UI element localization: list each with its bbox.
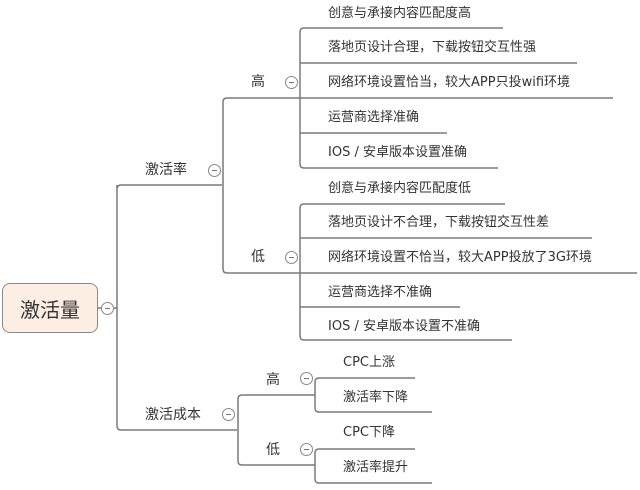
- rate-low-bracket: [299, 203, 305, 341]
- collapse-icon[interactable]: [300, 372, 313, 385]
- leaf-item[interactable]: 落地页设计不合理，下载按钮交互性差: [328, 215, 550, 230]
- root-label: 激活量: [20, 297, 80, 322]
- leaf-item[interactable]: IOS / 安卓版本设置不准确: [328, 319, 480, 334]
- leaf-item[interactable]: 网络环境设置恰当，较大APP只投wifi环境: [328, 75, 571, 90]
- collapse-icon[interactable]: [300, 443, 313, 456]
- branch-activation-rate[interactable]: 激活率: [145, 162, 187, 178]
- leaf-item[interactable]: CPC上涨: [343, 355, 395, 370]
- leaf-item[interactable]: 网络环境设置不恰当，较大APP投放了3G环境: [328, 250, 592, 265]
- rate-bracket: [222, 97, 300, 274]
- collapse-icon[interactable]: [285, 251, 298, 264]
- root-node[interactable]: 激活量: [2, 283, 98, 333]
- cost-bracket: [237, 394, 315, 466]
- branch-activation-cost[interactable]: 激活成本: [145, 407, 201, 423]
- leaf-item[interactable]: IOS / 安卓版本设置准确: [328, 145, 467, 160]
- leaf-item[interactable]: 运营商选择不准确: [328, 285, 433, 300]
- node-rate-high[interactable]: 高: [251, 74, 265, 90]
- leaf-item[interactable]: 创意与承接内容匹配度高: [328, 6, 472, 21]
- collapse-icon[interactable]: [208, 164, 221, 177]
- collapse-icon[interactable]: [285, 76, 298, 89]
- rate-low-leaf-lines: [300, 203, 637, 341]
- node-cost-low[interactable]: 低: [266, 442, 280, 458]
- rate-high-leaf-lines: [300, 27, 613, 169]
- leaf-item[interactable]: 激活率提升: [343, 460, 409, 475]
- leaf-item[interactable]: 运营商选择准确: [328, 110, 420, 125]
- leaf-item[interactable]: 创意与承接内容匹配度低: [328, 181, 472, 196]
- collapse-icon[interactable]: [101, 302, 114, 315]
- cost-low-bracket: [314, 448, 432, 484]
- node-cost-high[interactable]: 高: [266, 372, 280, 388]
- leaf-item[interactable]: 落地页设计合理，下载按钮交互性强: [328, 40, 537, 55]
- cost-high-bracket: [314, 377, 432, 413]
- leaf-item[interactable]: CPC下降: [343, 425, 395, 440]
- collapse-icon[interactable]: [222, 408, 235, 421]
- root-bracket: [116, 184, 237, 431]
- node-rate-low[interactable]: 低: [251, 249, 265, 265]
- leaf-item[interactable]: 激活率下降: [343, 390, 409, 405]
